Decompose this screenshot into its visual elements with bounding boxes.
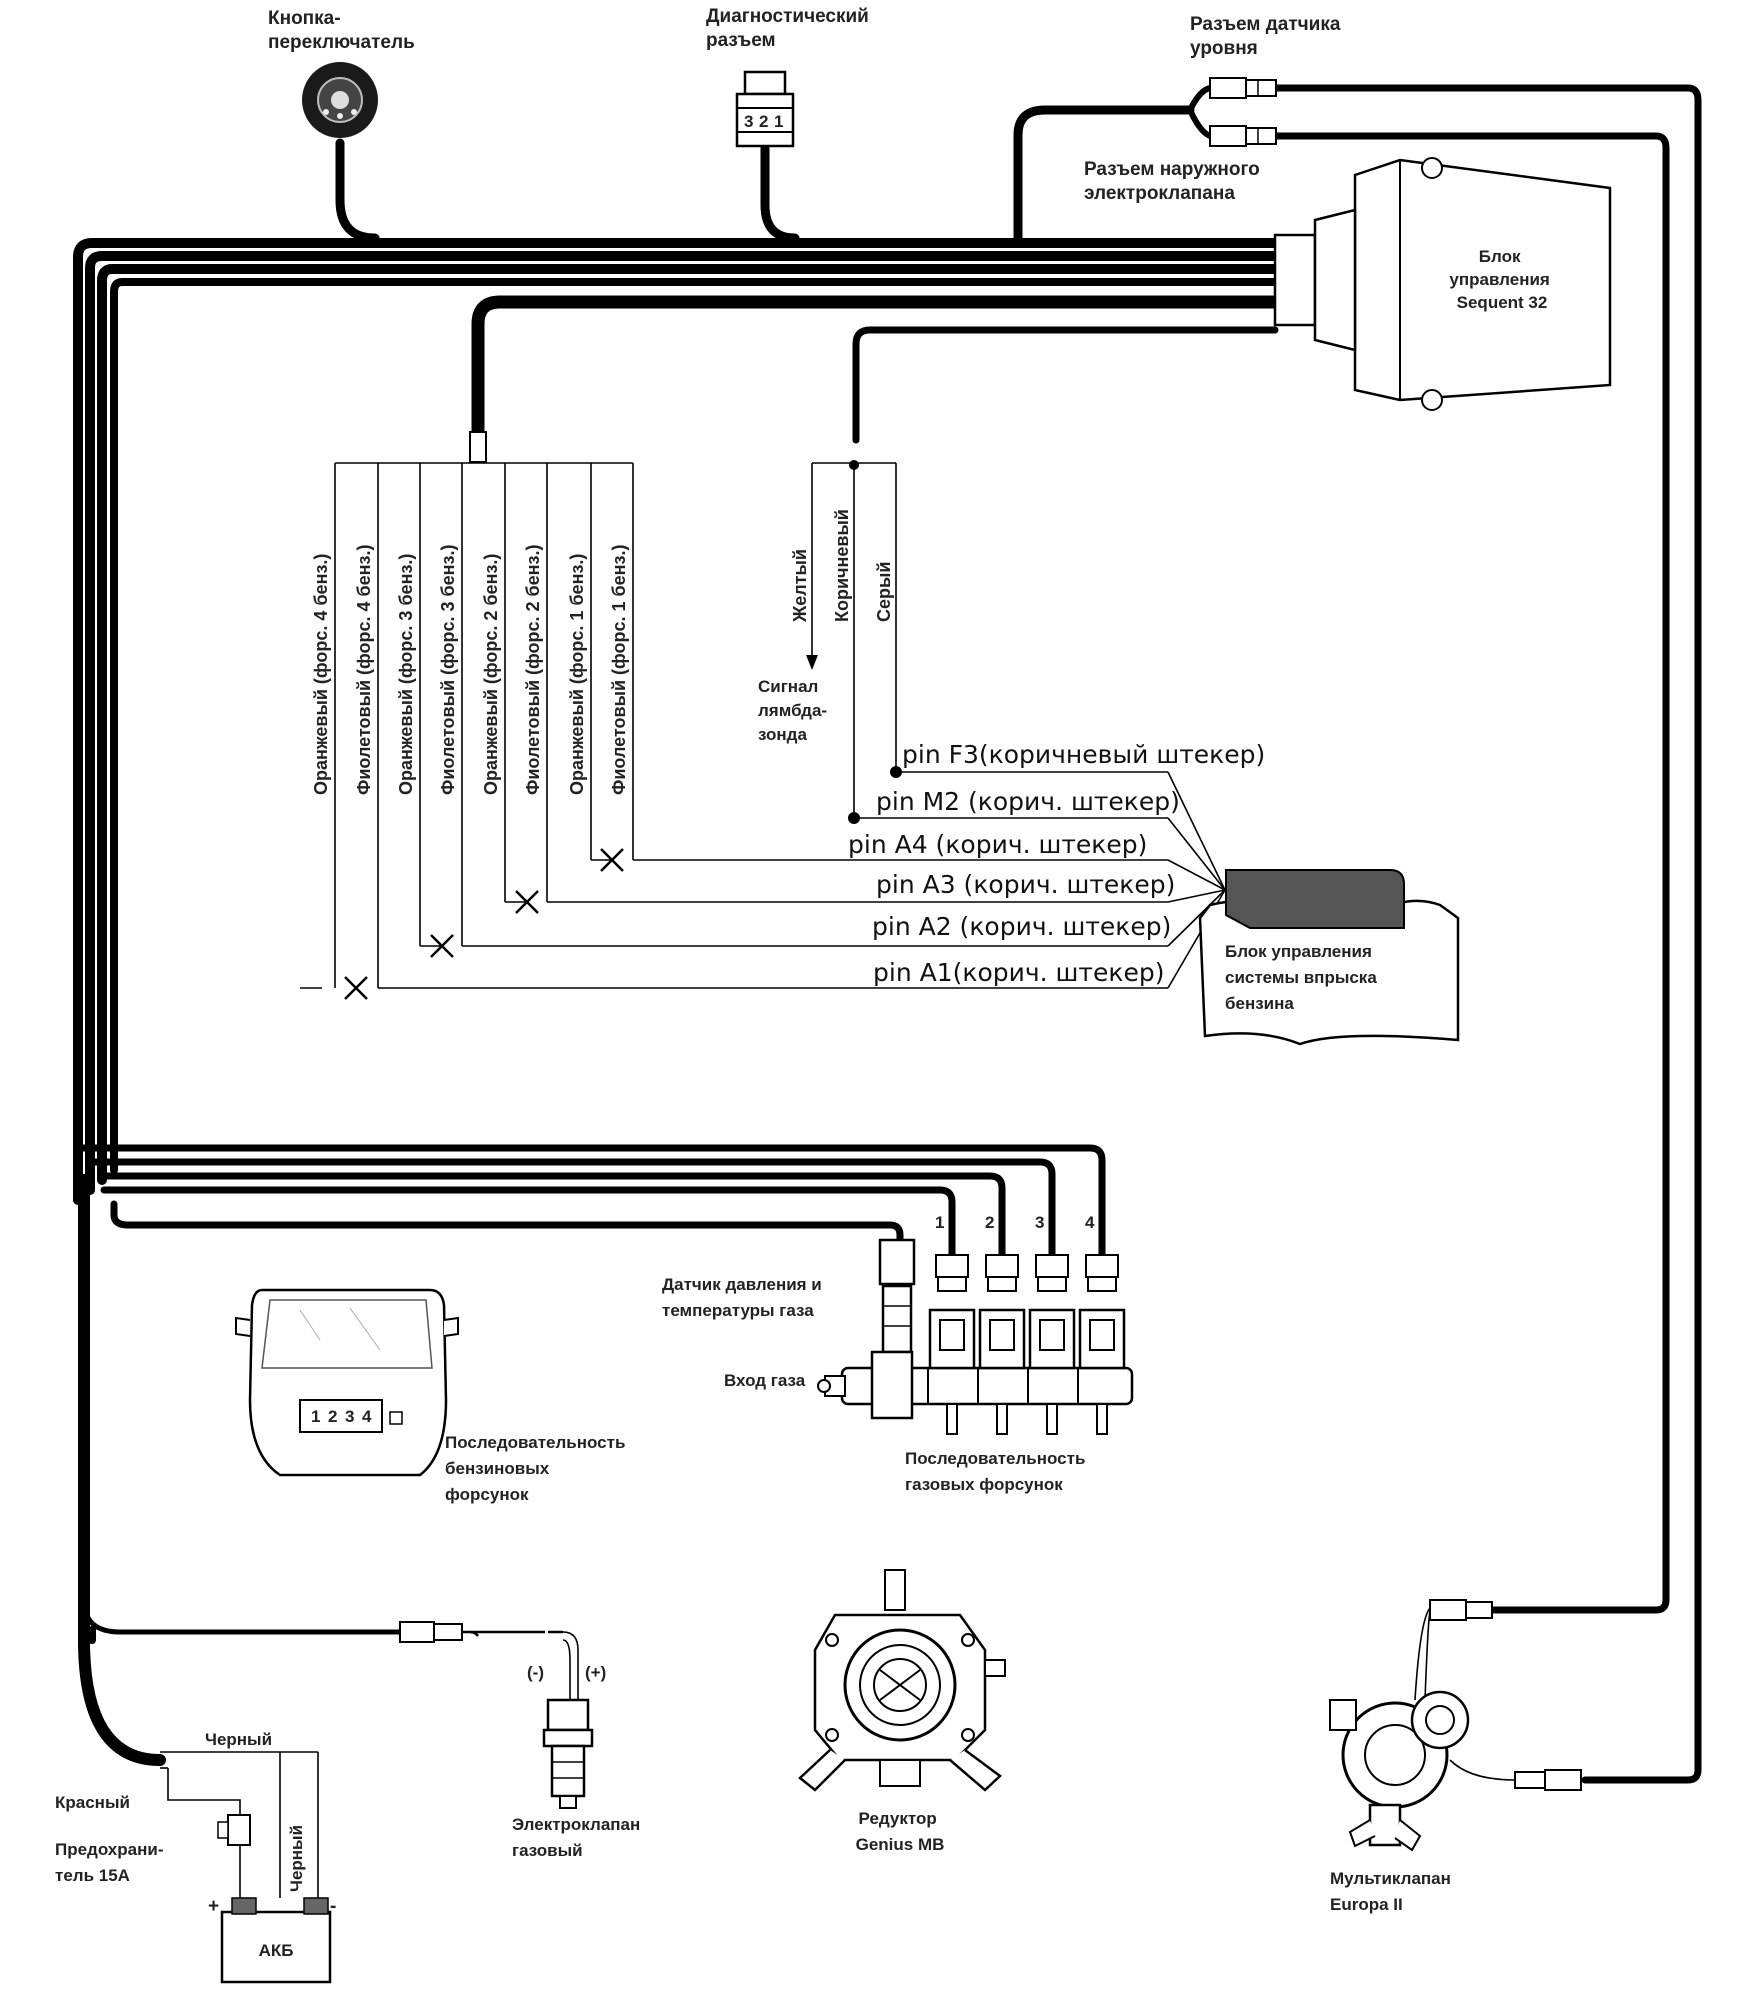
injector-wire-label: Оранжевый (форс. 3 бенз.) <box>396 554 416 795</box>
gas-injector-icon <box>977 1254 1026 1435</box>
petrol-injector-number: 1 <box>311 1407 320 1426</box>
injector-wire-label: Фиолетовый (форс. 2 бенз.) <box>523 545 543 796</box>
gas-injector-number: 4 <box>1085 1213 1095 1232</box>
pin-labels: pin F3(коричневый штекер) pin M2 (корич. … <box>848 740 1265 987</box>
injector-wire-label: Оранжевый (форс. 2 бенз.) <box>481 554 501 795</box>
lambda-wire-gray: Серый <box>874 562 894 622</box>
lambda-wires <box>806 460 902 824</box>
diagnostic-connector-label: Диагностический разъем <box>706 6 874 51</box>
injector-wire: Фиолетовый (форс. 4 бенз.) <box>354 463 379 988</box>
battery-icon <box>220 1897 332 1984</box>
switch-button-icon <box>302 62 378 138</box>
black-wire-side-label: Черный <box>287 1825 306 1892</box>
battery-wiring <box>160 1751 319 1898</box>
svg-text:2: 2 <box>759 112 768 131</box>
injector-wire: Оранжевый (форс. 1 бенз.) <box>567 463 592 860</box>
svg-text:1: 1 <box>774 112 783 131</box>
cut-mark-icon <box>600 848 624 872</box>
gas-solenoid-label: Электроклапан газовый <box>512 1815 645 1860</box>
gas-injectors: 1 2 3 4 <box>927 1213 1126 1435</box>
injector-wire: Оранжевый (форс. 2 бенз.) <box>481 463 506 902</box>
injector-wire-label: Фиолетовый (форс. 3 бенз.) <box>438 545 458 796</box>
reducer-icon <box>798 1569 1006 1792</box>
diagnostic-connector-icon: 3 2 1 <box>735 70 795 148</box>
lambda-wire-brown: Коричневый <box>832 509 852 622</box>
injector-wire: Фиолетовый (форс. 1 бенз.) <box>609 463 634 860</box>
gas-injector-number: 1 <box>935 1213 944 1232</box>
cut-mark-icon <box>515 890 539 914</box>
gas-injector-sequence-label: Последовательность газовых форсунок <box>905 1449 1090 1494</box>
injector-wire: Оранжевый (форс. 3 бенз.) <box>396 463 421 946</box>
level-sensor-connector-icon <box>1209 77 1277 99</box>
black-wire-top-label: Черный <box>205 1730 272 1749</box>
injector-wire-fan <box>335 431 633 464</box>
petrol-ecu-label: Блок управления системы впрыска бензина <box>1225 942 1382 1013</box>
cut-mark-icon <box>430 934 454 958</box>
red-wire-label: Красный <box>55 1793 130 1812</box>
injector-wire: Фиолетовый (форс. 3 бенз.) <box>438 463 463 946</box>
svg-text:3: 3 <box>744 112 753 131</box>
external-valve-connector-icon <box>1209 125 1277 147</box>
battery-minus: - <box>330 1896 336 1917</box>
battery-plus: + <box>208 1896 219 1917</box>
petrol-injector-number: 4 <box>362 1407 372 1426</box>
level-sensor-connector-label: Разъем датчика уровня <box>1190 14 1346 59</box>
pin-label: pin A3 (корич. штекер) <box>876 870 1175 899</box>
pin-label: pin A4 (корич. штекер) <box>848 830 1147 859</box>
lambda-signal-label: Сигнал лямбда- зонда <box>758 677 832 744</box>
gas-injector-rail-icon <box>817 1238 1134 1420</box>
injector-wire-label: Фиолетовый (форс. 1 бенз.) <box>609 545 629 796</box>
multivalve-label: Мультиклапан Europa II <box>1330 1869 1456 1914</box>
switch-button-label: Кнопка- переключатель <box>268 8 415 53</box>
injector-wire: Оранжевый (форс. 4 бенз.) <box>311 463 336 988</box>
cut-mark-icon <box>344 976 368 1000</box>
gas-inlet-label: Вход газа <box>724 1371 806 1390</box>
battery-label: АКБ <box>259 1941 294 1960</box>
solenoid-plus-label: (+) <box>585 1663 606 1682</box>
injector-wire-label: Фиолетовый (форс. 4 бенз.) <box>354 545 374 796</box>
gas-injector-icon <box>1027 1254 1076 1435</box>
reducer-label: Редуктор Genius MB <box>856 1809 945 1854</box>
lambda-wire-yellow: Желтый <box>790 549 810 623</box>
petrol-injector-number: 3 <box>345 1407 354 1426</box>
petrol-injector-number: 2 <box>328 1407 337 1426</box>
fuse-label: Предохрани- тель 15А <box>55 1840 168 1885</box>
multivalve-icon <box>1329 1599 1582 1852</box>
ecu-label: Блок управления Sequent 32 <box>1449 247 1554 312</box>
gas-solenoid-icon <box>399 1621 594 1809</box>
injector-wires: Оранжевый (форс. 4 бенз.) Фиолетовый (фор… <box>300 463 1226 1000</box>
gas-injector-icon <box>1077 1254 1126 1435</box>
car-icon <box>235 1288 459 1477</box>
pressure-sensor-label: Датчик давления и температуры газа <box>662 1275 827 1320</box>
gas-injector-icon <box>927 1254 976 1435</box>
injector-wire-label: Оранжевый (форс. 1 бенз.) <box>567 554 587 795</box>
pin-label: pin A2 (корич. штекер) <box>872 912 1171 941</box>
pin-label: pin M2 (корич. штекер) <box>876 787 1180 816</box>
petrol-injector-sequence-label: Последовательность бензиновых форсунок <box>445 1433 630 1504</box>
pin-label: pin A1(корич. штекер) <box>873 958 1164 987</box>
petrol-ecu-icon <box>1198 869 1460 1046</box>
pin-label: pin F3(коричневый штекер) <box>902 740 1265 769</box>
main-harness <box>73 84 1702 1784</box>
ecu-sequent-icon <box>1313 157 1612 411</box>
fuse-icon <box>217 1814 251 1846</box>
injector-wire-label: Оранжевый (форс. 4 бенз.) <box>311 554 331 795</box>
solenoid-minus-label: (-) <box>527 1663 544 1682</box>
gas-injector-number: 3 <box>1035 1213 1044 1232</box>
external-valve-connector-label: Разъем наружного электроклапана <box>1084 159 1265 204</box>
injector-wire: Фиолетовый (форс. 2 бенз.) <box>523 463 548 902</box>
gas-injector-number: 2 <box>985 1213 994 1232</box>
